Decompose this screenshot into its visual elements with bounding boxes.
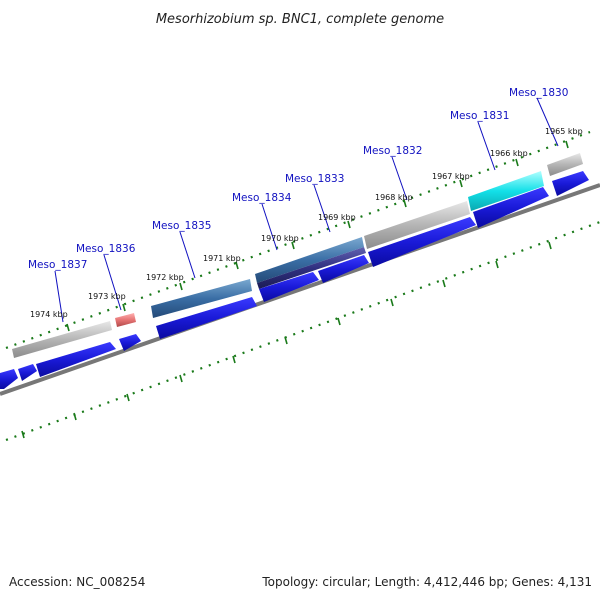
cds-arrow[interactable] — [36, 342, 116, 377]
gene-label[interactable]: Meso_1837 — [28, 259, 87, 271]
kbp-tick-label: 1966 kbp — [490, 149, 528, 158]
cds-arrow[interactable] — [259, 272, 319, 302]
cds-arrow[interactable] — [156, 297, 257, 339]
kbp-tick-label: 1965 kbp — [545, 127, 583, 136]
pink-feature-meso-1836[interactable] — [115, 313, 136, 327]
feature-track-cds — [0, 171, 589, 389]
gene-label[interactable]: Meso_1835 — [152, 220, 211, 232]
cds-arrow[interactable] — [0, 369, 18, 389]
cds-arrow[interactable] — [318, 255, 369, 283]
gene-label-layer: Meso_1837 Meso_1836 Meso_1835 Meso_1834 Meso… — [28, 87, 568, 271]
kbp-tick-label: 1968 kbp — [375, 193, 413, 202]
label-leaders — [54, 97, 559, 323]
kbp-tick-label: 1969 kbp — [318, 213, 356, 222]
gray-feature-meso-1837[interactable] — [12, 321, 112, 358]
kbp-label-layer: 1974 kbp 1973 kbp 1972 kbp 1971 kbp 1970 kbp… — [30, 127, 583, 319]
cyan-feature-meso-1831[interactable] — [468, 171, 544, 211]
kbp-tick-label: 1971 kbp — [203, 254, 241, 263]
cds-arrow[interactable] — [473, 187, 549, 228]
kbp-tick-label: 1973 kbp — [88, 292, 126, 301]
gray-feature-meso-1830[interactable] — [547, 153, 583, 176]
gene-label[interactable]: Meso_1834 — [232, 192, 292, 204]
gene-label[interactable]: Meso_1830 — [509, 87, 568, 99]
cds-arrow[interactable] — [368, 217, 476, 267]
kbp-tick-label: 1970 kbp — [261, 234, 299, 243]
map-title: Mesorhizobium sp. BNC1, complete genome — [156, 12, 444, 27]
cds-arrow[interactable] — [552, 171, 589, 196]
steel-feature-meso-1834[interactable] — [255, 237, 364, 283]
inner-major-ticks — [21, 241, 552, 439]
feature-track-upper — [12, 153, 583, 358]
steel-feature-meso-1835[interactable] — [151, 279, 252, 318]
cds-arrow[interactable] — [119, 334, 141, 351]
inner-ticks-track — [5, 220, 600, 442]
kbp-tick-label: 1972 kbp — [146, 273, 184, 282]
gene-label[interactable]: Meso_1836 — [76, 243, 136, 255]
gene-label[interactable]: Meso_1833 — [285, 173, 344, 185]
outer-major-ticks — [66, 140, 569, 332]
cds-arrow[interactable] — [18, 364, 37, 381]
navy-feature-meso-1833 — [257, 247, 366, 289]
gray-feature-meso-1832[interactable] — [364, 201, 470, 249]
genome-summary-text: Topology: circular; Length: 4,412,446 bp… — [261, 575, 592, 589]
genome-backbone — [0, 183, 600, 396]
gene-label[interactable]: Meso_1832 — [363, 145, 422, 157]
gene-label[interactable]: Meso_1831 — [450, 110, 509, 122]
kbp-tick-label: 1974 kbp — [30, 310, 68, 319]
kbp-tick-label: 1967 kbp — [432, 172, 470, 181]
accession-text: Accession: NC_008254 — [9, 575, 145, 589]
